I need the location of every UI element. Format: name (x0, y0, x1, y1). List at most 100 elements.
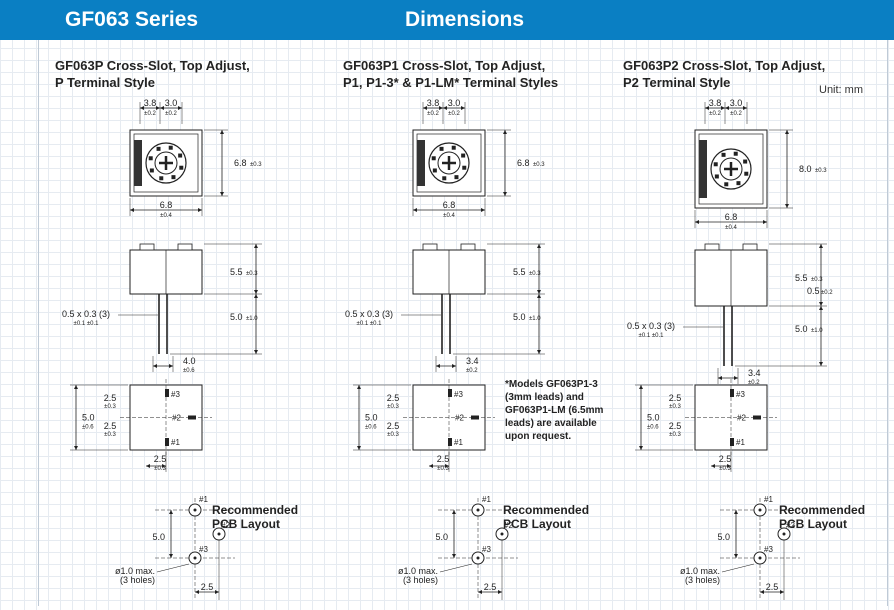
pcb-dim-h: 2.5 (484, 582, 497, 592)
height-value: 6.8 (517, 158, 530, 168)
top-width1-value: 3.8 (709, 98, 722, 108)
p1-value: 2.5 (669, 393, 682, 403)
rotor-tick (454, 175, 459, 180)
lead-height-tol: ±1.0 (529, 316, 541, 322)
col2-pcb-title-line2: PCB Layout (503, 517, 572, 531)
pcb-hole-note: ø1.0 max. (680, 566, 720, 576)
pcb-pin1-label: #1 (764, 495, 773, 504)
arrow-head (718, 376, 722, 380)
col2-pcb-title: Recommended PCB Layout (503, 503, 589, 531)
arrow-head (162, 464, 166, 468)
arrow-head (443, 106, 447, 110)
arrow-head (639, 385, 643, 389)
pcb-hole-center (500, 532, 504, 536)
terminal-3 (730, 389, 734, 397)
arrow-head (537, 294, 541, 298)
rotor-tick (743, 159, 748, 164)
arrow-head (413, 208, 417, 212)
pcb-dim-h: 2.5 (201, 582, 214, 592)
pitch-value: 3.4 (466, 356, 479, 366)
bottom-width-tol: ±0.3 (719, 466, 731, 472)
unit-label: Unit: mm (819, 84, 863, 96)
pcb-dim-v: 5.0 (435, 532, 448, 542)
col1-pcb-title-line2: PCB Layout (212, 517, 281, 531)
arrow-head (357, 446, 361, 450)
pitch-tol: ±0.2 (748, 380, 760, 386)
brand-mark (134, 140, 142, 186)
col2-title-line1: GF063P1 Cross-Slot, Top Adjust, (343, 58, 546, 73)
width-value: 6.8 (443, 200, 456, 210)
pcb-dim-h: 2.5 (766, 582, 779, 592)
p1-value: 2.5 (387, 393, 400, 403)
arrow-head (498, 590, 502, 594)
p2-value: 2.5 (387, 421, 400, 431)
pcb-pin1-label: #1 (482, 495, 491, 504)
brand-mark (699, 140, 707, 198)
col1-title-line1: GF063P Cross-Slot, Top Adjust, (55, 58, 250, 73)
arrow-head (760, 590, 764, 594)
col1-title: GF063P Cross-Slot, Top Adjust, P Termina… (55, 57, 250, 91)
rotor-tick (159, 176, 164, 181)
lead-height-value: 5.0 (513, 312, 526, 322)
pcb-pin1-label: #1 (199, 495, 208, 504)
side-height-tol: ±0.6 (365, 425, 377, 431)
pcb-hole-center (476, 508, 480, 512)
height-value: 6.8 (234, 158, 247, 168)
arrow-head (461, 106, 465, 110)
pcb-pin3-label: #3 (199, 545, 208, 554)
pitch-value: 4.0 (183, 356, 196, 366)
top-width2-tol: ±0.2 (165, 111, 177, 117)
rotor-tick (168, 145, 173, 150)
arrow-head (429, 464, 433, 468)
arrow-head (169, 554, 173, 558)
rotor-tick (439, 146, 444, 151)
arrow-head (785, 204, 789, 208)
col3-title: GF063P2 Cross-Slot, Top Adjust, P2 Termi… (623, 57, 825, 91)
pcb-hole-note2: (3 holes) (120, 575, 155, 585)
rotor-tick (179, 165, 184, 170)
lead-size-value: 0.5 x 0.3 (3) (627, 321, 675, 331)
arrow-head (705, 106, 709, 110)
col2-title: GF063P1 Cross-Slot, Top Adjust, P1, P1-3… (343, 57, 558, 91)
content-frame (38, 40, 888, 606)
pcb-hole-center (782, 532, 786, 536)
terminal-2 (753, 415, 761, 420)
rotor-tick (442, 176, 447, 181)
col3-pcb-title-line2: PCB Layout (779, 517, 848, 531)
arrow-head (452, 554, 456, 558)
rotor-tick (148, 156, 153, 161)
arrow-head (130, 208, 134, 212)
rotor-tick (431, 156, 436, 161)
side-view-tab (704, 243, 720, 251)
height-tol: ±0.3 (250, 162, 262, 168)
series-title: GF063 Series (65, 8, 199, 31)
pcb-hole-center (193, 508, 197, 512)
lead-height-value: 5.0 (795, 324, 808, 334)
arrow-head (423, 106, 427, 110)
terminal-1 (730, 438, 734, 446)
rotor-tick (156, 146, 161, 151)
arrow-head (153, 364, 157, 368)
width-value: 6.8 (160, 200, 173, 210)
section-title: Dimensions (405, 8, 525, 31)
lead-height-tol: ±1.0 (246, 316, 258, 322)
lead-size-value: 0.5 x 0.3 (3) (62, 309, 110, 319)
arrow-head (639, 446, 643, 450)
arrow-head (74, 385, 78, 389)
arrow-head (725, 106, 729, 110)
pcb-hole-center (476, 556, 480, 560)
p1-tol: ±0.3 (104, 404, 116, 410)
arrow-head (220, 130, 224, 134)
rotor-tick (721, 152, 726, 157)
leader-line (156, 563, 190, 573)
p2-value: 2.5 (669, 421, 682, 431)
pin2-label: #2 (172, 414, 181, 423)
pcb-pin2-label: #2 (504, 521, 513, 530)
rotor-tick (714, 174, 719, 179)
arrow-head (785, 130, 789, 134)
col1-title-line2: P Terminal Style (55, 75, 155, 90)
arrow-head (537, 290, 541, 294)
pcb-pin2-label: #2 (221, 521, 230, 530)
body-height-value: 5.5 (230, 267, 243, 277)
arrow-head (819, 306, 823, 310)
